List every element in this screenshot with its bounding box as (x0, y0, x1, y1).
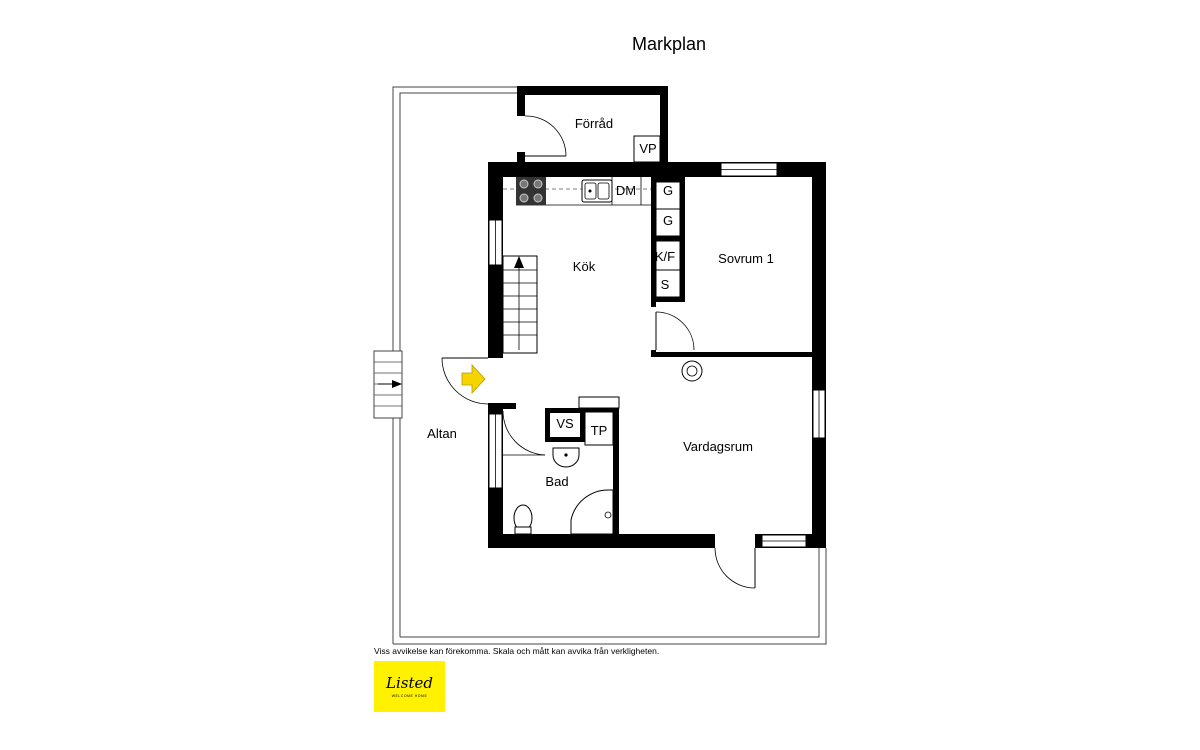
windows (488, 162, 826, 548)
room-label-g1: G (663, 183, 673, 198)
room-label-vp: VP (639, 141, 656, 156)
terrace-outline (392, 86, 827, 645)
room-label-tp: TP (591, 423, 608, 438)
plan-title: Markplan (631, 34, 707, 54)
disclaimer-text: Viss avvikelse kan förekomma. Skala och … (374, 646, 660, 656)
storage-walls (517, 86, 668, 166)
room-label-vardagsrum: Vardagsrum (683, 439, 753, 454)
room-label-kok: Kök (573, 259, 596, 274)
doors (441, 311, 756, 589)
room-label-vs: VS (556, 416, 574, 431)
closets (578, 181, 681, 446)
room-label-altan: Altan (427, 426, 457, 441)
logo-subtext: WELCOME HOME (391, 694, 428, 698)
shower-icon (570, 489, 614, 535)
staircase (502, 255, 538, 354)
toilet-icon (513, 504, 533, 535)
room-label-s: S (661, 277, 670, 292)
kitchen-counter (503, 177, 651, 206)
storage-door (524, 115, 567, 157)
room-label-sovrum: Sovrum 1 (718, 251, 774, 266)
brand-logo: Listed WELCOME HOME (374, 661, 445, 712)
logo-text: Listed (386, 674, 433, 692)
terrace-steps (373, 350, 403, 419)
room-label-kf: K/F (655, 249, 675, 264)
room-label-g2: G (663, 213, 673, 228)
sink-icon (552, 447, 580, 468)
room-label-dm: DM (616, 183, 636, 198)
room-label-bad: Bad (545, 474, 568, 489)
interior-walls (503, 177, 813, 538)
entrance-arrow-icon (461, 363, 486, 395)
stove-icon (681, 360, 703, 382)
room-label-forrad: Förråd (575, 116, 613, 131)
